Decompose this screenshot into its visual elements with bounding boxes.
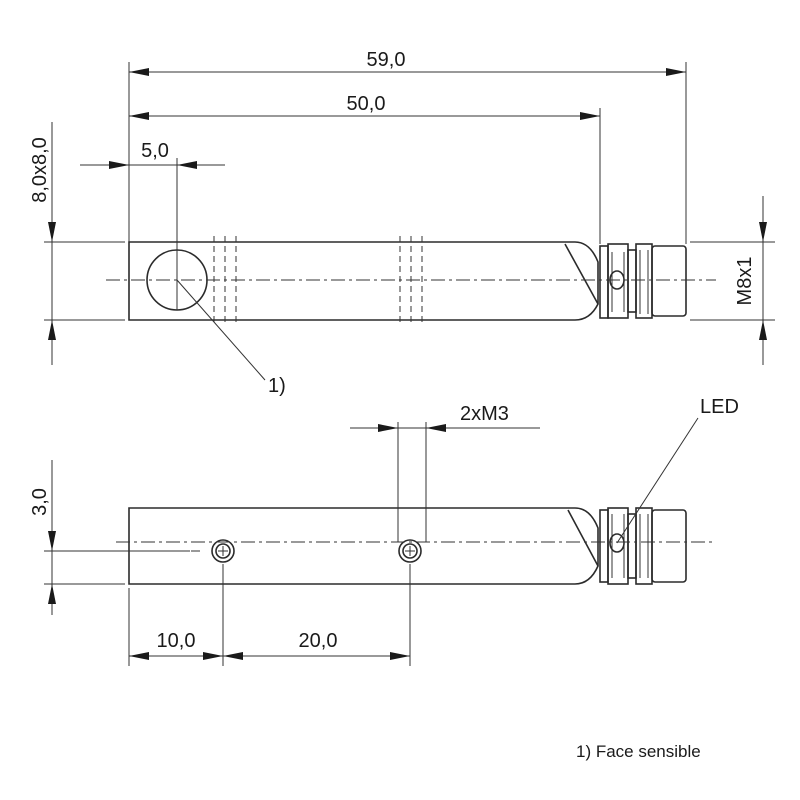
top-view: 59,0 50,0 5,0 8,0x8,0 M8x1 — [29, 49, 775, 397]
dimension-cross-section: 8,0x8,0 — [29, 122, 56, 365]
dimension-overall-length: 59,0 — [129, 49, 686, 76]
callout-sensing-face: 1) — [176, 279, 286, 397]
dimension-mounting-holes: 2xM3 — [350, 403, 540, 432]
dim-label-cross-section: 8,0x8,0 — [29, 137, 51, 203]
dimension-first-hole-distance: 10,0 — [129, 630, 223, 660]
connector-side — [599, 507, 687, 585]
dimension-body-length: 50,0 — [129, 93, 600, 120]
dim-label-body-length: 50,0 — [347, 93, 386, 115]
dim-label-connector-thread: M8x1 — [734, 257, 756, 306]
hidden-holes-top — [213, 236, 423, 326]
dimension-hole-offset: 3,0 — [29, 460, 56, 615]
dimension-connector-thread: M8x1 — [734, 196, 767, 365]
connector-top — [599, 243, 687, 319]
footnote: 1) Face sensible — [576, 742, 701, 761]
sensor-body-side — [128, 507, 599, 585]
dim-label-mounting-holes: 2xM3 — [460, 403, 509, 425]
dim-label-overall-length: 59,0 — [367, 49, 406, 71]
dim-label-sensing-center: 5,0 — [141, 140, 169, 162]
mounting-hole-2 — [398, 539, 422, 563]
dim-label-first-hole-distance: 10,0 — [157, 630, 196, 652]
callout-label-sensing-face: 1) — [268, 375, 286, 397]
sensor-body-top — [128, 241, 599, 321]
dimension-sensing-center: 5,0 — [80, 140, 225, 169]
body-end-face-side — [567, 509, 599, 567]
callout-led: LED — [616, 396, 739, 544]
led-indicator — [609, 533, 625, 553]
dimension-hole-spacing: 20,0 — [223, 630, 410, 660]
body-end-face — [564, 243, 599, 305]
dim-label-hole-spacing: 20,0 — [299, 630, 338, 652]
dim-label-hole-offset: 3,0 — [29, 488, 51, 516]
bottom-view: 3,0 2xM3 10,0 20,0 LED — [29, 396, 739, 666]
mounting-hole-1 — [211, 539, 235, 563]
callout-label-led: LED — [700, 396, 739, 418]
